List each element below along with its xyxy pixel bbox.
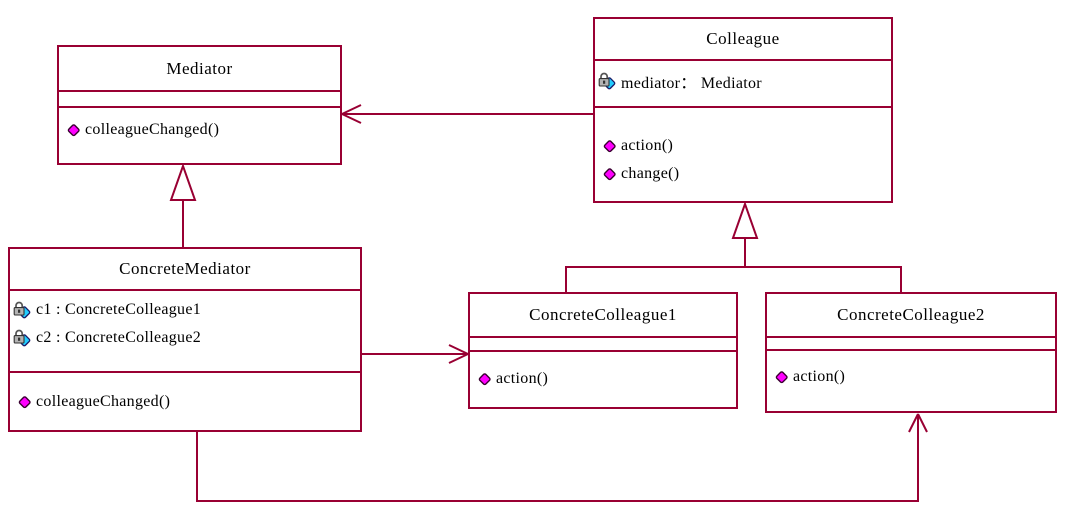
public-method-icon <box>67 123 80 136</box>
public-method-icon <box>478 372 491 385</box>
generalization-triangle-icon <box>169 162 197 201</box>
generalization-triangle-icon <box>731 200 759 239</box>
class-colleague: Colleague mediator： Mediator action() <box>593 17 893 203</box>
methods-compartment: colleagueChanged() <box>10 371 360 430</box>
attributes-compartment <box>470 336 736 350</box>
class-concrete-colleague1: ConcreteColleague1 action() <box>468 292 738 409</box>
method-label: action() <box>793 368 846 385</box>
method-label: change() <box>621 165 680 182</box>
class-name: Mediator <box>166 58 233 78</box>
method-row: colleagueChanged() <box>59 116 340 144</box>
public-method-icon <box>603 139 616 152</box>
open-arrowhead-right-icon <box>448 344 469 364</box>
method-row: change() <box>595 160 891 188</box>
method-label: colleagueChanged() <box>36 393 171 410</box>
class-name: ConcreteMediator <box>119 259 251 278</box>
attributes-compartment <box>767 336 1055 349</box>
attributes-compartment: mediator： Mediator <box>595 59 891 106</box>
method-label: action() <box>621 137 674 154</box>
private-attribute-lock-icon <box>13 301 31 319</box>
attribute-label: c1 : ConcreteColleague1 <box>36 301 202 318</box>
attributes-compartment: c1 : ConcreteColleague1 c2 : ConcreteCol… <box>10 289 360 371</box>
method-row: action() <box>470 365 736 393</box>
public-method-icon <box>603 167 616 180</box>
attribute-row: mediator： Mediator <box>595 67 891 95</box>
methods-compartment: action() <box>767 349 1055 411</box>
open-arrowhead-left-icon <box>341 104 362 124</box>
methods-compartment: action() <box>470 350 736 407</box>
method-row: action() <box>595 132 891 160</box>
private-attribute-lock-icon <box>598 72 616 90</box>
method-label: action() <box>496 370 549 387</box>
methods-compartment: colleagueChanged() <box>59 106 340 163</box>
attribute-label: mediator： Mediator <box>621 75 762 92</box>
public-method-icon <box>775 370 788 383</box>
method-row: action() <box>767 363 1055 391</box>
attribute-row: c1 : ConcreteColleague1 <box>10 296 360 324</box>
method-row: colleagueChanged() <box>10 388 360 416</box>
class-name: ConcreteColleague1 <box>529 305 677 324</box>
method-label: colleagueChanged() <box>85 121 220 138</box>
class-concrete-mediator: ConcreteMediator c1 : ConcreteColleague1 <box>8 247 362 432</box>
attribute-row: c2 : ConcreteColleague2 <box>10 324 360 352</box>
private-attribute-lock-icon <box>13 329 31 347</box>
public-method-icon <box>18 395 31 408</box>
class-name: ConcreteColleague2 <box>837 305 985 324</box>
attributes-compartment <box>59 90 340 106</box>
open-arrowhead-up-icon <box>908 413 928 433</box>
association-concretemediator-to-cc2 <box>196 416 919 502</box>
class-concrete-colleague2: ConcreteColleague2 action() <box>765 292 1057 413</box>
class-name: Colleague <box>706 29 780 48</box>
class-mediator: Mediator colleagueChanged() <box>57 45 342 165</box>
attribute-label: c2 : ConcreteColleague2 <box>36 329 202 346</box>
methods-compartment: action() change() <box>595 106 891 201</box>
